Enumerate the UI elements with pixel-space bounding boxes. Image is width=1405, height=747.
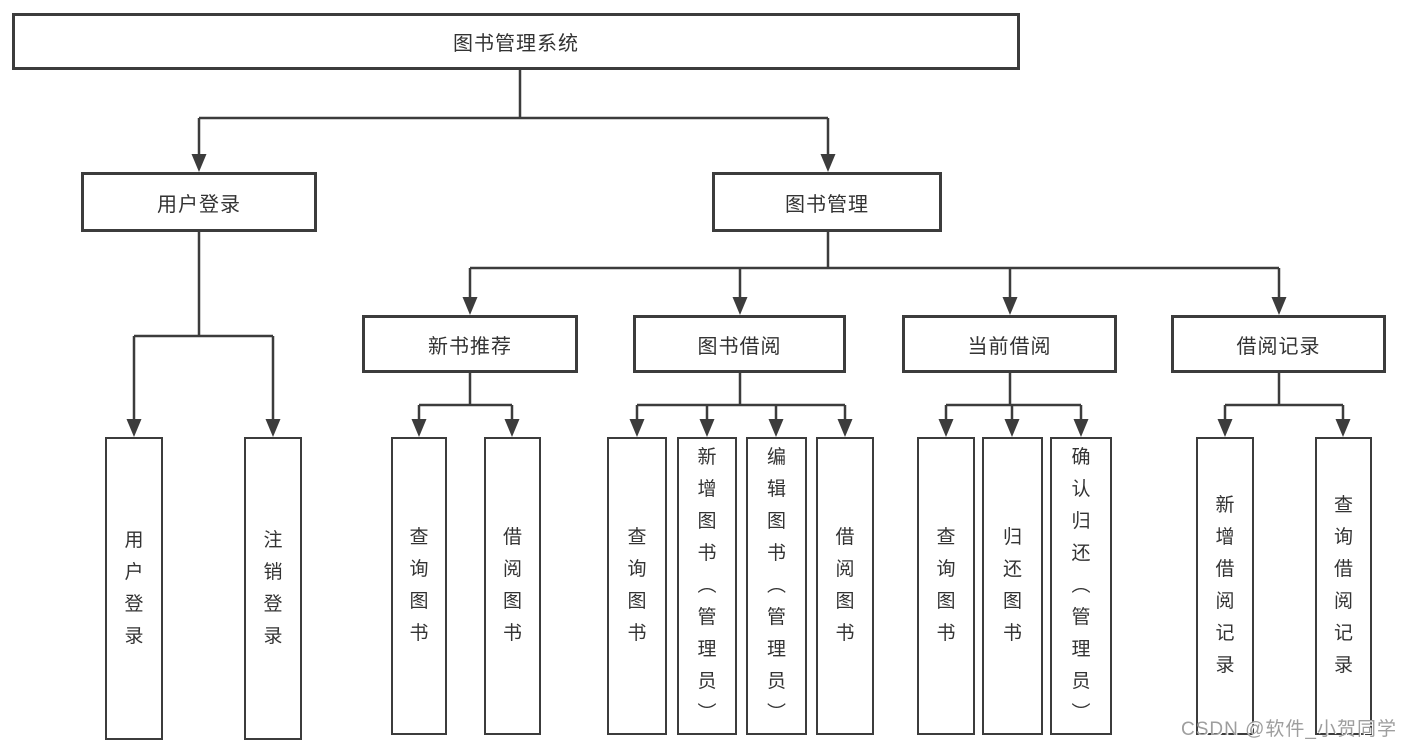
node-label: 确认归还︵管理员︶ [1071, 447, 1091, 724]
leaf-query-books-1: 查询图书 [391, 437, 447, 735]
node-label: 借阅图书 [835, 527, 855, 644]
node-label: 查询图书 [936, 527, 956, 644]
node-label: 查询图书 [409, 527, 429, 644]
node-label: 当前借阅 [967, 335, 1052, 358]
node-book-management: 图书管理 [712, 172, 942, 232]
leaf-return-books: 归还图书 [982, 437, 1043, 735]
node-label: 图书管理系统 [453, 33, 579, 55]
node-label: 注销登录 [263, 529, 283, 647]
leaf-query-books-2: 查询图书 [607, 437, 667, 735]
leaf-borrow-books-1: 借阅图书 [484, 437, 541, 735]
leaf-user-login: 用户登录 [105, 437, 163, 740]
node-user-login: 用户登录 [81, 172, 317, 232]
node-label: 新增借阅记录 [1215, 495, 1235, 676]
node-label: 图书管理 [785, 193, 869, 216]
node-label: 借阅记录 [1236, 335, 1321, 358]
node-book-borrow: 图书借阅 [633, 315, 846, 373]
node-label: 用户登录 [157, 193, 241, 216]
leaf-edit-books-admin: 编辑图书︵管理员︶ [746, 437, 807, 735]
node-new-book-recommend: 新书推荐 [362, 315, 578, 373]
leaf-borrow-books-2: 借阅图书 [816, 437, 874, 735]
node-label: 新增图书︵管理员︶ [697, 447, 717, 724]
node-label: 用户登录 [124, 529, 144, 647]
node-borrow-records: 借阅记录 [1171, 315, 1386, 373]
leaf-logout: 注销登录 [244, 437, 302, 740]
node-label: 查询借阅记录 [1333, 495, 1353, 676]
node-label: 归还图书 [1002, 527, 1022, 644]
csdn-watermark: CSDN @软件_小贺同学 [1181, 719, 1397, 740]
node-current-borrow: 当前借阅 [902, 315, 1117, 373]
leaf-add-books-admin: 新增图书︵管理员︶ [677, 437, 737, 735]
node-library-management-system: 图书管理系统 [12, 13, 1020, 70]
leaf-query-borrow-record: 查询借阅记录 [1315, 437, 1372, 735]
node-label: 新书推荐 [428, 335, 512, 358]
node-label: 查询图书 [627, 527, 647, 644]
leaf-add-borrow-record: 新增借阅记录 [1196, 437, 1254, 735]
node-label: 编辑图书︵管理员︶ [766, 447, 786, 724]
leaf-confirm-return-admin: 确认归还︵管理员︶ [1050, 437, 1112, 735]
leaf-query-books-3: 查询图书 [917, 437, 975, 735]
node-label: 图书借阅 [697, 335, 782, 358]
node-label: 借阅图书 [502, 527, 522, 644]
arrowheads [126, 154, 1351, 437]
